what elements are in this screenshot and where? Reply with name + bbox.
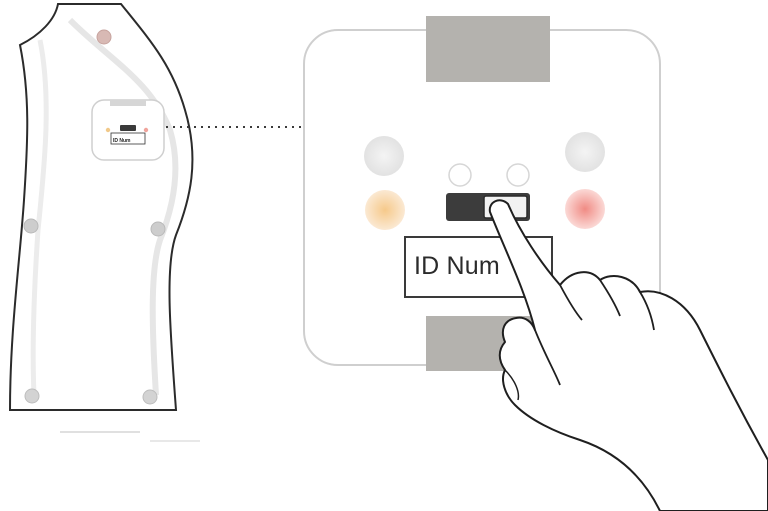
snap-dot <box>23 218 39 234</box>
snap-dot <box>150 221 166 237</box>
snap-dot <box>142 389 158 405</box>
indicator-small-left <box>448 163 472 187</box>
strap-top <box>426 16 550 82</box>
slide-switch-icon[interactable] <box>446 193 530 221</box>
pointing-hand-icon <box>488 199 768 511</box>
mini-switch <box>120 125 136 131</box>
snap-dot <box>96 29 112 45</box>
mini-id-box <box>110 132 146 145</box>
id-number-label: ID Num <box>414 252 500 280</box>
garment-seam <box>67 17 179 396</box>
led-gray-right <box>565 132 605 172</box>
led-gray-left <box>364 136 404 176</box>
garment-outline <box>8 3 194 411</box>
garment-seam-left <box>30 39 49 396</box>
snap-dot <box>24 388 40 404</box>
led-red <box>565 189 605 229</box>
mini-id-label: ID Num <box>113 138 131 144</box>
indicator-small-right <box>506 163 530 187</box>
mini-led <box>105 127 111 133</box>
led-orange <box>365 190 405 230</box>
mini-led <box>143 127 149 133</box>
mini-strap <box>110 100 146 106</box>
